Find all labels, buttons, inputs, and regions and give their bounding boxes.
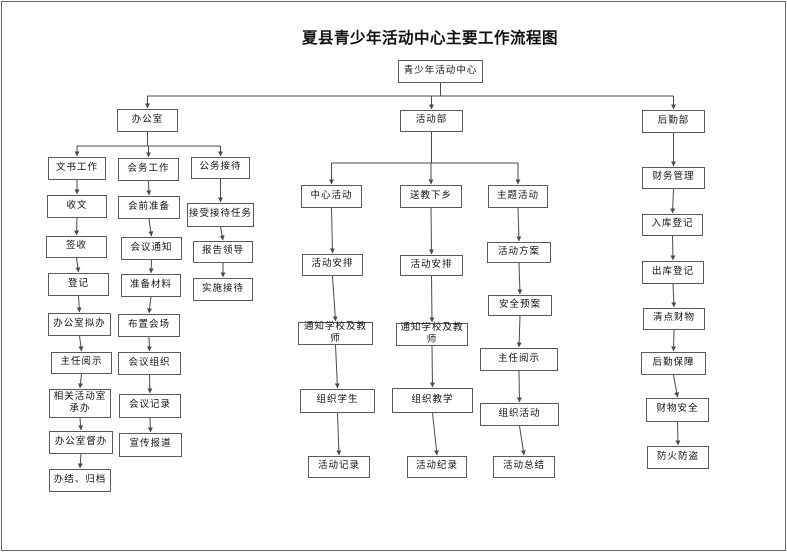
connector-line: [429, 345, 435, 388]
flow-node-storage-out: 出库登记: [642, 261, 704, 284]
connector-line: [516, 207, 522, 242]
connector-line: [147, 296, 153, 314]
connector-line: [673, 374, 680, 398]
connector-line: [516, 370, 522, 403]
connector-line: [147, 374, 153, 394]
flow-node-meeting-work: 会务工作: [118, 158, 179, 181]
flow-node-activity-plan: 活动方案: [487, 242, 551, 263]
flow-node-meeting-minutes: 会议记录: [119, 394, 181, 418]
connector-line: [432, 412, 439, 456]
flow-node-safety-plan: 安全预案: [488, 295, 552, 316]
flow-node-center-activity: 中心活动: [301, 185, 362, 208]
flow-node-org-students: 组织学生: [300, 389, 375, 413]
flow-node-arrange-center: 活动安排: [302, 254, 363, 276]
flow-node-logistics-support: 后勤保障: [641, 352, 706, 375]
flow-node-fire-theft: 防火防盗: [647, 446, 709, 469]
connector-line: [148, 218, 154, 237]
flow-node-meeting-notice: 会议通知: [121, 237, 182, 260]
flow-node-register: 登记: [48, 273, 109, 296]
flow-node-accept-task: 接受接待任务: [187, 203, 254, 227]
flow-node-dept-office: 办公室: [117, 109, 178, 132]
connector-line: [147, 417, 153, 433]
flow-node-org-teaching: 组织教学: [392, 388, 473, 413]
flow-node-dept-logistics: 后勤部: [642, 110, 705, 133]
connector-line: [670, 188, 676, 214]
flow-node-org-activity: 组织活动: [480, 403, 559, 426]
connector-line: [74, 217, 80, 236]
connector-line: [516, 315, 522, 348]
connector-line: [77, 453, 83, 469]
connector-line: [219, 226, 225, 241]
flow-node-sign-receive: 签收: [46, 236, 107, 258]
flow-node-pre-meeting: 会前准备: [118, 196, 180, 219]
flow-node-inventory: 清点财物: [643, 308, 705, 330]
flow-node-finance: 财务管理: [642, 167, 705, 189]
connector-line: [429, 275, 435, 323]
flow-node-activity-summary: 活动总结: [493, 456, 555, 478]
flow-node-receive-doc: 收文: [47, 195, 107, 218]
diagram-title: 夏县青少年活动中心主要工作流程图: [301, 30, 559, 47]
connector-line: [78, 335, 84, 352]
flow-node-publicity: 宣传报道: [119, 433, 182, 457]
flow-node-meeting-org: 会议组织: [118, 352, 181, 375]
connector-line: [75, 257, 81, 273]
connector-line: [146, 180, 152, 196]
flow-node-theme-activity: 主题活动: [488, 185, 548, 208]
flow-node-prepare-materials: 准备材料: [121, 274, 181, 297]
flow-node-arrange-rural: 活动安排: [400, 255, 463, 276]
flow-node-arrange-venue: 布置会场: [118, 314, 180, 337]
connector-line: [76, 295, 82, 313]
flow-node-doc-work: 文书工作: [48, 157, 106, 180]
connector-line: [78, 417, 84, 431]
flow-node-property-safety: 财物安全: [646, 398, 709, 422]
connector-line: [78, 373, 83, 389]
flow-node-office-supervise: 办公室督办: [49, 431, 113, 454]
connector-line: [670, 235, 676, 261]
connector-line: [517, 262, 523, 295]
flow-node-archive: 办结、归档: [49, 469, 111, 492]
flow-node-report-leader: 报告领导: [193, 241, 253, 263]
flow-node-office-draft: 办公室拟办: [48, 313, 111, 336]
flow-node-director-review-theme: 主任阅示: [480, 348, 558, 371]
flow-node-implement-reception: 实施接待: [193, 278, 253, 301]
connector-line: [675, 421, 681, 446]
flow-node-related-room: 相关活动室 承办: [49, 389, 111, 418]
flow-node-notify-rural: 通知学校及教师: [396, 323, 468, 346]
connector-line: [146, 336, 152, 352]
connector-line: [519, 425, 526, 456]
flow-node-record-rural: 活动纪录: [407, 456, 467, 478]
flow-node-reception: 公务接待: [191, 157, 250, 179]
connector-line: [148, 259, 154, 274]
flow-node-record-center: 活动记录: [308, 456, 370, 478]
connector-line: [671, 283, 677, 308]
flow-node-notify-center: 通知学校及教师: [298, 322, 373, 345]
connector-line: [332, 275, 338, 322]
flow-node-root: 青少年活动中心: [398, 60, 483, 83]
flow-node-director-review-office: 主任阅示: [51, 352, 112, 374]
connector-line: [428, 207, 434, 255]
connector-line: [671, 329, 677, 352]
flow-node-dept-activity: 活动部: [400, 110, 463, 132]
flow-node-rural-teaching: 送教下乡: [400, 185, 462, 208]
connector-line: [336, 412, 342, 456]
connector-line: [334, 344, 340, 389]
flow-node-storage-in: 入库登记: [642, 214, 703, 236]
connector-line: [329, 207, 335, 254]
